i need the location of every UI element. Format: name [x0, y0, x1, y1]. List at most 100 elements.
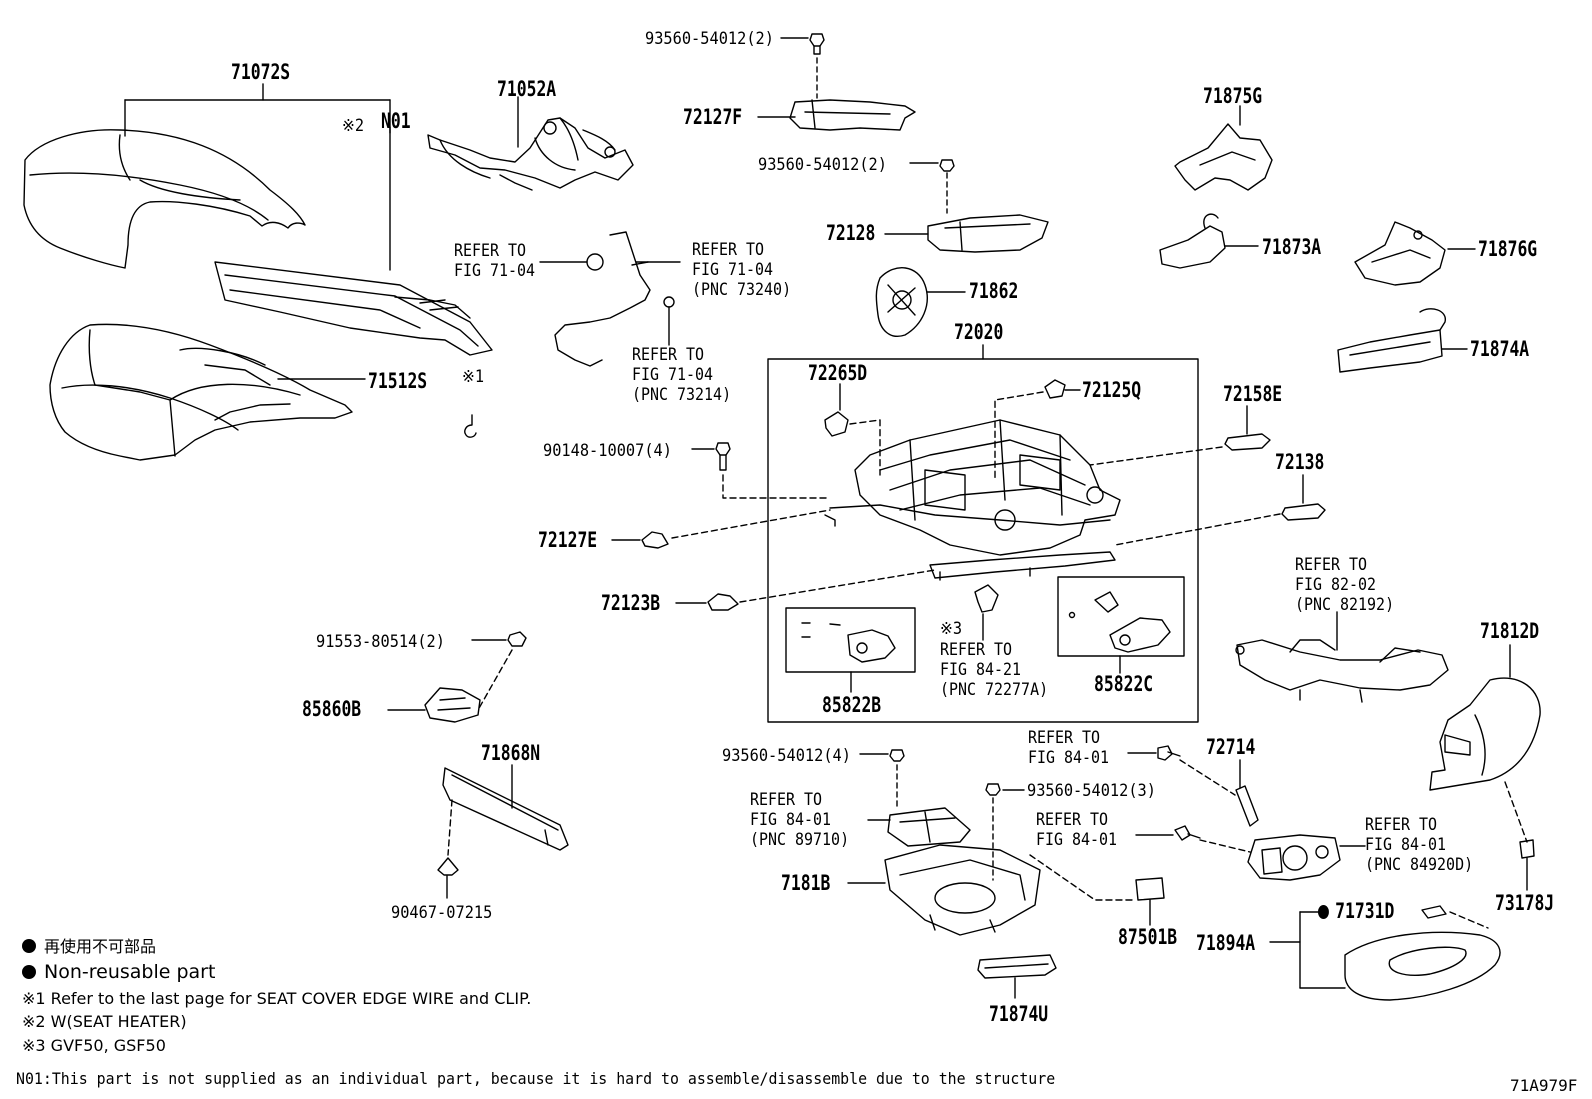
- ref-fig-84-01-a: REFER TO FIG 84-01: [1028, 728, 1110, 768]
- bolt-90148-drawing: [715, 442, 731, 471]
- label-72020: 72020: [954, 320, 1004, 344]
- label-72158E: 72158E: [1223, 382, 1283, 406]
- motor-85822C-drawing: [1068, 591, 1171, 653]
- side-shield-71812D-drawing: [1429, 677, 1541, 791]
- dashed-87501B: [1029, 854, 1134, 901]
- seat-cushion-cover-drawing: [23, 129, 306, 269]
- seat-cushion-pad-drawing: [49, 323, 353, 461]
- motor-box-85822B: [785, 607, 916, 673]
- ref-fig-84-01-b: REFER TO FIG 84-01: [1036, 810, 1118, 850]
- label-85822B: 85822B: [822, 693, 882, 717]
- ref-pnc-89710: REFER TO FIG 84-01 (PNC 89710): [750, 790, 850, 850]
- note-3: ※3 GVF50, GSF50: [22, 1036, 166, 1055]
- dashed-72265D: [849, 419, 881, 476]
- cover-72127F-drawing: [789, 99, 916, 131]
- ref-pnc-73214: REFER TO FIG 71-04 (PNC 73214): [632, 345, 732, 405]
- ref-pnc-84920D: REFER TO FIG 84-01 (PNC 84920D): [1365, 815, 1474, 875]
- label-71876G: 71876G: [1478, 237, 1538, 261]
- label-93560-top: 93560-54012(2): [645, 29, 774, 49]
- bolt-93560-3-drawing: [985, 783, 1001, 796]
- dashed-91553: [477, 649, 513, 711]
- edge-wire-clip-drawing: [464, 414, 477, 438]
- footnote-n01: N01:This part is not supplied as an indi…: [16, 1069, 1056, 1088]
- bracket-72125Q-drawing: [1044, 379, 1066, 399]
- bracket-72277A-drawing: [974, 584, 999, 613]
- label-71873A: 71873A: [1262, 235, 1322, 259]
- clip-73178J-drawing: [1519, 839, 1535, 859]
- ecu-89710-drawing: [887, 807, 971, 847]
- bolt-ref-84-01-b-drawing: [1174, 825, 1201, 841]
- ref-pnc-73240: REFER TO FIG 71-04 (PNC 73240): [692, 240, 792, 300]
- bolt-ref-84-01-a-drawing: [1157, 745, 1181, 761]
- assembly-box-72020: [767, 358, 1199, 723]
- bolt-93560-4-drawing: [889, 749, 905, 762]
- label-91553: 91553-80514(2): [316, 632, 445, 652]
- seat-harness-82192-drawing: [1235, 639, 1449, 703]
- dashed-72138: [1114, 513, 1281, 546]
- dashed-72127E: [671, 509, 831, 539]
- label-N01: N01: [381, 109, 411, 133]
- legend-jp: 再使用不可部品: [22, 935, 156, 958]
- ref-pnc-82192: REFER TO FIG 82-02 (PNC 82192): [1295, 555, 1395, 615]
- label-72125Q: 72125Q: [1082, 378, 1142, 402]
- label-71052A: 71052A: [497, 77, 557, 101]
- cover-72128-drawing: [927, 214, 1049, 253]
- note-1: ※1 Refer to the last page for SEAT COVER…: [22, 989, 532, 1008]
- bracket-71873A-drawing: [1159, 213, 1226, 269]
- figure-code: 71A979F: [1510, 1076, 1578, 1095]
- cover-72127E-drawing: [641, 531, 669, 549]
- ref-fig-71-04-a: REFER TO FIG 71-04: [454, 241, 536, 281]
- label-71874A: 71874A: [1470, 337, 1530, 361]
- bracket-7181B-drawing: [884, 844, 1041, 936]
- label-87501B: 87501B: [1118, 925, 1178, 949]
- label-71812D: 71812D: [1480, 619, 1540, 643]
- label-93560-mid: 93560-54012(2): [758, 155, 887, 175]
- switch-84920D-drawing: [1247, 834, 1341, 881]
- non-reusable-dot: [1318, 905, 1329, 919]
- cover-71894A-drawing: [1344, 931, 1501, 1001]
- cover-72138-drawing: [1281, 503, 1326, 521]
- non-reusable-dot: [22, 939, 36, 953]
- bolt-93560-mid-drawing: [939, 159, 955, 172]
- dashed-ref-84-01-a: [1179, 759, 1236, 796]
- clip-71731D-drawing: [1421, 905, 1447, 919]
- label-72265D: 72265D: [808, 361, 868, 385]
- bracket-72265D-drawing: [824, 411, 849, 437]
- bracket-71876G-drawing: [1354, 221, 1446, 286]
- mark-3: ※3: [940, 619, 963, 639]
- legend-en: Non-reusable part: [22, 961, 215, 984]
- label-71731D: 71731D: [1318, 900, 1394, 922]
- label-71512S: 71512S: [368, 369, 428, 393]
- seat-frame-wire-drawing: [427, 117, 634, 191]
- note-2: ※2 W(SEAT HEATER): [22, 1012, 187, 1031]
- label-71894A: 71894A: [1196, 931, 1256, 955]
- label-72138: 72138: [1275, 450, 1325, 474]
- label-7181B: 7181B: [781, 871, 831, 895]
- knob-72714-drawing: [1235, 785, 1259, 827]
- dashed-72123B: [739, 569, 936, 603]
- label-72128: 72128: [826, 221, 876, 245]
- dashed-71868N: [447, 799, 453, 856]
- bolt-93560-top-drawing: [809, 33, 825, 55]
- cover-72123B-drawing: [707, 593, 739, 611]
- bolt-91553-drawing: [507, 631, 527, 647]
- label-93560-4: 93560-54012(4): [722, 746, 851, 766]
- dashed-90148: [722, 474, 831, 499]
- seat-heater-mat-drawing: [214, 261, 493, 356]
- rail-71874A-drawing: [1337, 308, 1446, 373]
- label-71072S: 71072S: [231, 60, 291, 84]
- label-90148: 90148-10007(4): [543, 441, 672, 461]
- cover-72158E-drawing: [1224, 433, 1271, 451]
- seat-adjuster-frame-drawing: [824, 419, 1121, 581]
- non-reusable-dot: [22, 965, 36, 979]
- dashed-71731D: [1449, 911, 1489, 929]
- label-90467: 90467-07215: [391, 903, 493, 923]
- callout-bracket-71072S: [124, 83, 391, 271]
- label-93560-3: 93560-54012(3): [1027, 781, 1156, 801]
- label-72127E: 72127E: [538, 528, 598, 552]
- side-cover-71868N-drawing: [442, 767, 569, 851]
- motor-85822B-drawing: [801, 622, 896, 663]
- label-71874U: 71874U: [989, 1002, 1049, 1026]
